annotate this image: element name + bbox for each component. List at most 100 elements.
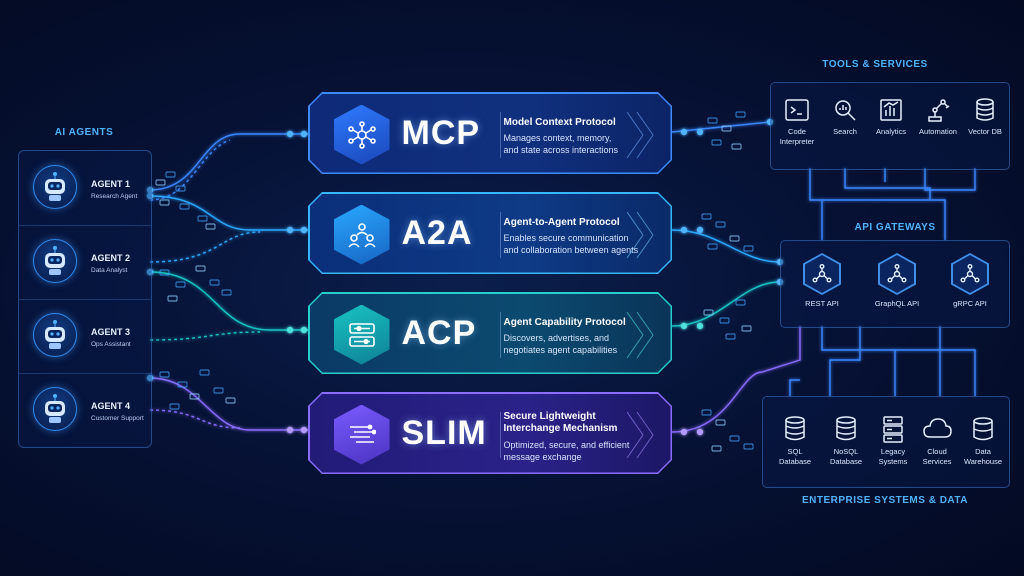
data-packet xyxy=(707,117,718,124)
connector-dot xyxy=(146,268,154,276)
connector-dot xyxy=(680,128,688,136)
data-packet xyxy=(159,269,170,276)
gateway-item[interactable]: REST API xyxy=(795,253,849,309)
agent-card[interactable]: AGENT 3 Ops Assistant xyxy=(19,299,151,374)
protocol-abbr: A2A xyxy=(401,213,473,252)
tool-item[interactable]: Automation xyxy=(915,97,961,137)
data-packet xyxy=(177,381,188,388)
enterprise-title: ENTERPRISE SYSTEMS & DATA xyxy=(801,495,969,506)
enterprise-label: Legacy Systems xyxy=(878,447,908,466)
chevron-icon xyxy=(626,411,654,458)
tool-label: Code Interpreter xyxy=(779,127,815,146)
data-packet xyxy=(703,309,714,316)
chevron-icon xyxy=(626,111,654,158)
tool-item[interactable]: Search xyxy=(825,97,865,137)
data-packet xyxy=(197,215,208,222)
chevron-icon xyxy=(626,311,654,358)
protocol-card-mcp[interactable]: MCP Model Context Protocol Manages conte… xyxy=(308,92,672,174)
data-packet xyxy=(743,245,754,252)
data-packet xyxy=(175,185,186,192)
connector-dot xyxy=(696,322,704,330)
connector-dot xyxy=(766,118,774,126)
api-hex-icon xyxy=(951,253,989,295)
protocol-card-a2a[interactable]: A2A Agent-to-Agent Protocol Enables secu… xyxy=(308,192,672,274)
api-hex-icon xyxy=(878,253,916,295)
robot-icon xyxy=(33,165,77,209)
agent-role: Research Agent xyxy=(91,193,138,200)
connector-dot xyxy=(680,322,688,330)
speed-icon xyxy=(333,404,390,465)
robot-arm-icon xyxy=(928,99,950,122)
data-packet xyxy=(209,279,220,286)
connector-dot xyxy=(146,192,154,200)
connector-dot xyxy=(286,130,294,138)
data-packet xyxy=(199,369,210,376)
network-icon xyxy=(333,104,390,165)
connector-dot xyxy=(286,426,294,434)
agents-title: AI AGENTS xyxy=(54,127,114,138)
gateways-title: API GATEWAYS xyxy=(854,222,936,233)
tool-item[interactable]: Code Interpreter xyxy=(777,97,817,147)
data-packet xyxy=(707,243,718,250)
agent-card[interactable]: AGENT 1 Research Agent xyxy=(19,151,151,226)
database-icon xyxy=(976,98,994,121)
tool-item[interactable]: Vector DB xyxy=(963,97,1007,137)
enterprise-item[interactable]: SQL Database xyxy=(771,415,819,467)
connector-dot xyxy=(300,130,308,138)
data-packet xyxy=(719,317,730,324)
data-packet xyxy=(731,143,742,150)
robot-icon xyxy=(33,313,77,357)
connector-dot xyxy=(300,326,308,334)
protocol-abbr: SLIM xyxy=(401,413,487,452)
search-icon xyxy=(835,100,856,121)
agent-role: Data Analyst xyxy=(91,267,128,274)
gateway-item[interactable]: gRPC API xyxy=(943,253,997,309)
chevron-icon xyxy=(626,211,654,258)
agent-role: Ops Assistant xyxy=(91,341,131,348)
data-packet xyxy=(165,171,176,178)
agent-name: AGENT 1 xyxy=(91,179,131,189)
enterprise-label: Cloud Services xyxy=(922,447,952,466)
data-packet xyxy=(167,295,178,302)
connector-dot xyxy=(146,374,154,382)
enterprise-item[interactable]: Data Warehouse xyxy=(959,415,1007,467)
data-packet xyxy=(213,387,224,394)
tool-label: Analytics xyxy=(875,127,906,136)
data-packet xyxy=(169,403,180,410)
robot-icon xyxy=(33,387,77,431)
protocol-card-acp[interactable]: ACP Agent Capability Protocol Discovers,… xyxy=(308,292,672,374)
protocol-card-slim[interactable]: SLIM Secure Lightweight Interchange Mech… xyxy=(308,392,672,474)
agent-card[interactable]: AGENT 2 Data Analyst xyxy=(19,225,151,300)
tool-item[interactable]: Analytics xyxy=(869,97,913,137)
gateway-item[interactable]: GraphQL API xyxy=(867,253,927,309)
connector-dot xyxy=(776,258,784,266)
enterprise-item[interactable]: Cloud Services xyxy=(915,415,959,467)
enterprise-label: SQL Database xyxy=(778,447,812,466)
tool-label: Search xyxy=(833,127,857,136)
enterprise-item[interactable]: Legacy Systems xyxy=(871,415,915,467)
enterprise-item[interactable]: NoSQL Database xyxy=(821,415,871,467)
warehouse-icon xyxy=(973,417,993,441)
protocol-desc: Manages context, memory, and state acros… xyxy=(503,132,619,155)
connector-dot xyxy=(680,226,688,234)
agent-card[interactable]: AGENT 4 Customer Support xyxy=(19,373,151,447)
data-packet xyxy=(175,281,186,288)
enterprise-label: Data Warehouse xyxy=(963,447,1003,466)
data-packet xyxy=(221,289,232,296)
data-packet xyxy=(743,443,754,450)
server-icon xyxy=(883,416,903,443)
protocol-name: Agent-to-Agent Protocol xyxy=(503,216,620,228)
sliders-icon xyxy=(333,304,390,365)
data-packet xyxy=(701,213,712,220)
agent-name: AGENT 3 xyxy=(91,327,131,337)
protocol-name: Agent Capability Protocol xyxy=(503,316,626,328)
connector-dot xyxy=(300,426,308,434)
agent-name: AGENT 4 xyxy=(91,401,131,411)
protocol-abbr: MCP xyxy=(401,113,481,152)
agent-role: Customer Support xyxy=(91,415,144,422)
data-packet xyxy=(701,409,712,416)
agent-name: AGENT 2 xyxy=(91,253,131,263)
protocol-desc: Enables secure communication and collabo… xyxy=(503,232,639,255)
data-packet xyxy=(711,445,722,452)
